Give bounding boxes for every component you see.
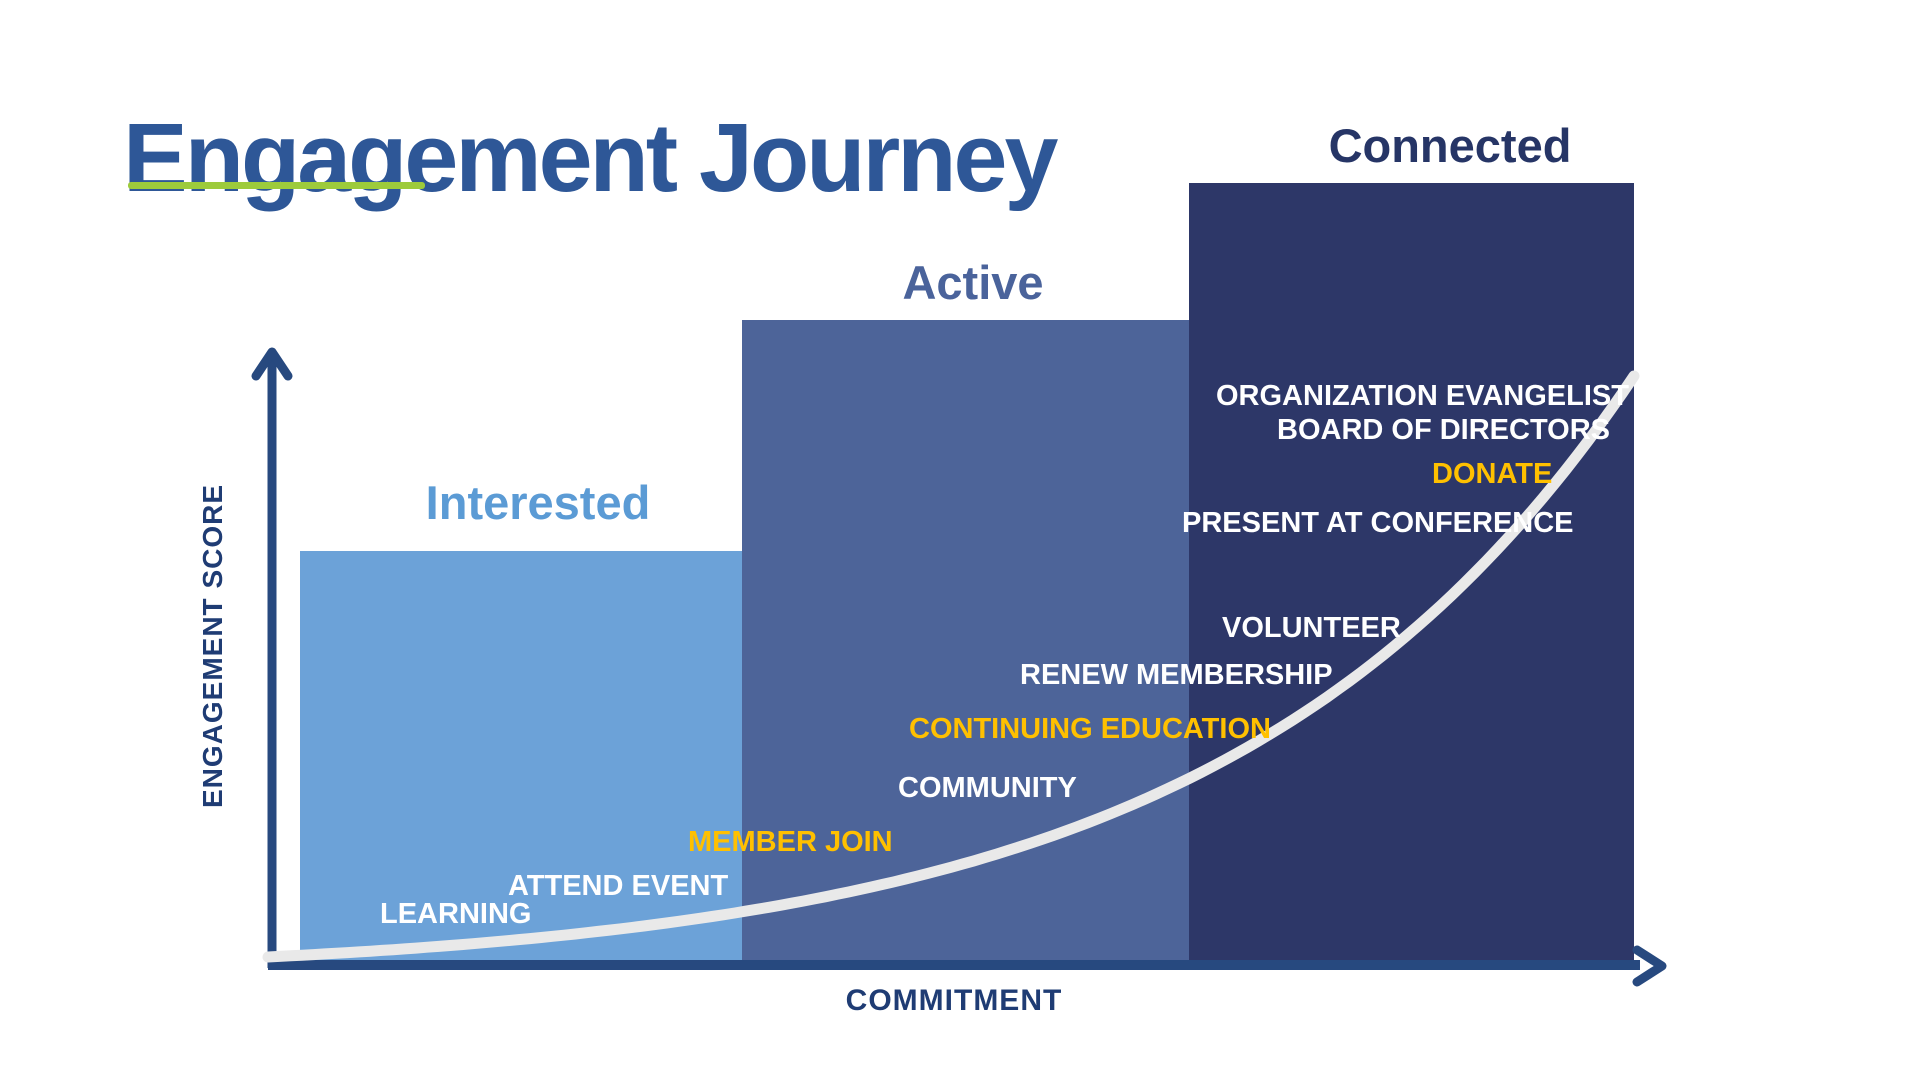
milestone-label: DONATE (1432, 458, 1553, 490)
milestone-label: ATTEND EVENT (508, 870, 729, 902)
milestone-label: LEARNING (380, 898, 532, 930)
milestone-label: VOLUNTEER (1222, 612, 1401, 644)
y-axis-title: ENGAGEMENT SCORE (197, 483, 228, 809)
title-underline (128, 182, 425, 189)
stage-label-interested: Interested (425, 476, 651, 529)
x-axis-title: COMMITMENT (845, 984, 1063, 1017)
stage-label-active: Active (902, 256, 1044, 309)
milestone-label: CONTINUING EDUCATION (909, 713, 1271, 745)
page-title: Engagement Journey (123, 102, 1058, 212)
milestone-label: RENEW MEMBERSHIP (1020, 659, 1333, 691)
milestone-label: MEMBER JOIN (688, 826, 893, 858)
stage-label-connected: Connected (1328, 119, 1572, 172)
milestone-label: PRESENT AT CONFERENCE (1182, 507, 1574, 539)
milestone-label: COMMUNITY (898, 772, 1077, 804)
milestone-label: BOARD OF DIRECTORS (1277, 414, 1610, 446)
milestone-label: ORGANIZATION EVANGELIST (1216, 380, 1629, 412)
